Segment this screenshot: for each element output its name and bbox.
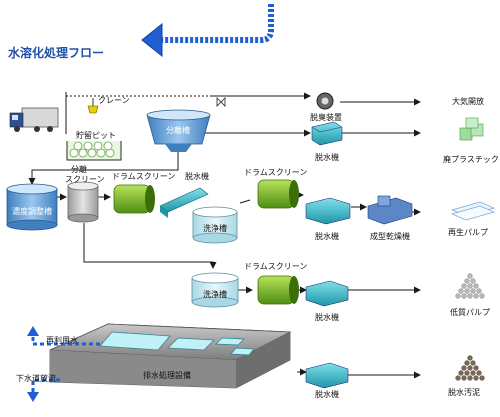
storage-pit [66, 141, 122, 161]
reuse-up-arrowhead [27, 326, 39, 336]
wastewater-platform [49, 323, 292, 389]
drum-screen-3 [257, 275, 299, 305]
flow-lines [28, 92, 421, 379]
label-reuse-water: 再利用水 [46, 336, 78, 345]
label-dryer: 成型乾燥機 [370, 232, 410, 241]
separation-tank [146, 109, 211, 152]
deodorizer-icon [316, 92, 334, 110]
diagram-title: 水溶化処理フロー [8, 46, 105, 60]
label-separation-tank: 分離槽 [166, 126, 190, 135]
dewater-machine-sludge [305, 362, 349, 389]
drum-screen-2 [257, 179, 299, 209]
label-low-pulp: 低質パルプ [450, 308, 490, 317]
drum-screen-1 [113, 184, 155, 214]
waste-plastic-icon [459, 117, 484, 141]
sludge-icon [455, 355, 485, 381]
label-conditioning-tank: 濃度調整槽 [12, 207, 52, 216]
valve-icon [216, 97, 226, 107]
dewater-ramp [159, 187, 209, 218]
label-crane: クレーン [98, 96, 130, 105]
recycled-pulp-icon [450, 201, 496, 221]
title-arrowhead [141, 22, 163, 58]
dewater-machine-plastic [311, 121, 343, 146]
label-wash-tank-1: 洗浄槽 [203, 224, 227, 233]
label-recycled-pulp: 再生パルプ [448, 228, 488, 237]
label-pit: 貯留ピット [76, 131, 116, 140]
conditioning-tank [6, 183, 58, 231]
crane-icon [87, 98, 99, 114]
dewater-machine-pulp [305, 197, 351, 225]
dewater-machine-lowpulp [305, 280, 349, 307]
wash-tank-2 [191, 272, 239, 308]
label-sludge: 脱水汚泥 [448, 388, 480, 397]
label-dewater-plastic: 脱水機 [315, 153, 339, 162]
label-waste-plastic: 廃プラスチック [443, 155, 499, 164]
truck-icon [9, 107, 59, 132]
label-separation-screen-2: スクリーン [65, 175, 105, 184]
label-drum-screen-2: ドラムスクリーン [244, 168, 308, 177]
label-dewater-4: 脱水機 [315, 390, 339, 399]
reuse-water-arrow [31, 333, 100, 394]
label-atmosphere: 大気開放 [452, 97, 484, 106]
label-drum-screen-3: ドラムスクリーン [244, 262, 308, 271]
label-drum-screen-1: ドラムスクリーン [112, 172, 176, 181]
label-sewer-discharge: 下水道放流 [16, 374, 56, 383]
wash-tank-1 [192, 206, 238, 244]
title-arrow [162, 4, 274, 43]
label-wastewater-facility: 排水処理設備 [143, 371, 191, 380]
label-dewater-2: 脱水機 [315, 232, 339, 241]
separation-screen [67, 181, 99, 223]
low-pulp-icon [455, 273, 485, 299]
label-deodorizer: 脱臭装置 [310, 113, 342, 122]
label-separation-screen-1: 分離 [71, 165, 87, 174]
label-dewater-3: 脱水機 [315, 313, 339, 322]
dryer-machine [367, 195, 413, 225]
label-dewater-1: 脱水機 [185, 172, 209, 181]
sewer-down-arrowhead [27, 392, 39, 402]
label-wash-tank-2: 洗浄槽 [203, 290, 227, 299]
